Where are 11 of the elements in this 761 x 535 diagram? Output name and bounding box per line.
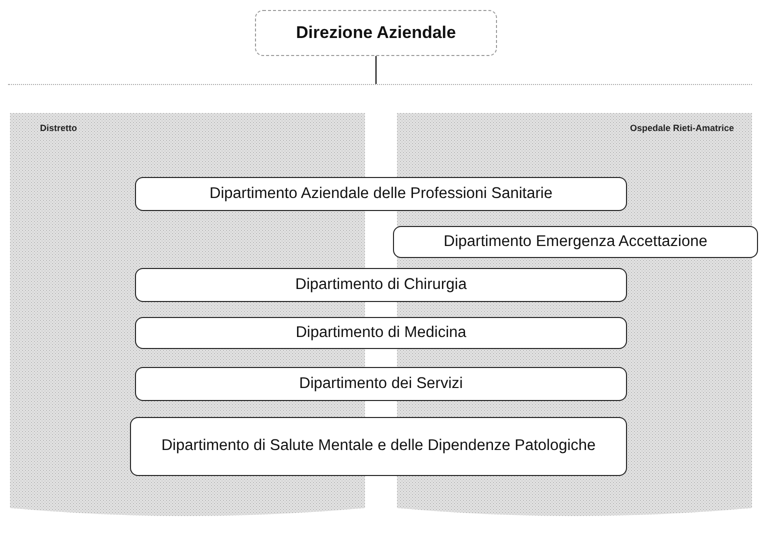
- department-box: Dipartimento di Salute Mentale e delle Dipendenze Patologiche: [130, 417, 627, 476]
- department-box: Dipartimento Aziendale delle Professioni Sanitarie: [135, 177, 627, 211]
- department-box: Dipartimento di Chirurgia: [135, 268, 627, 302]
- department-box: Dipartimento Emergenza Accettazione: [393, 226, 758, 258]
- dotted-divider-line: [8, 84, 752, 86]
- connector-line: [375, 56, 377, 84]
- department-box: Dipartimento di Medicina: [135, 317, 627, 349]
- panel-heading: Distretto: [40, 123, 78, 133]
- department-box: Dipartimento dei Servizi: [135, 367, 627, 401]
- panel-heading: Ospedale Rieti-Amatrice: [630, 123, 734, 133]
- management-box: Direzione Aziendale: [255, 10, 497, 56]
